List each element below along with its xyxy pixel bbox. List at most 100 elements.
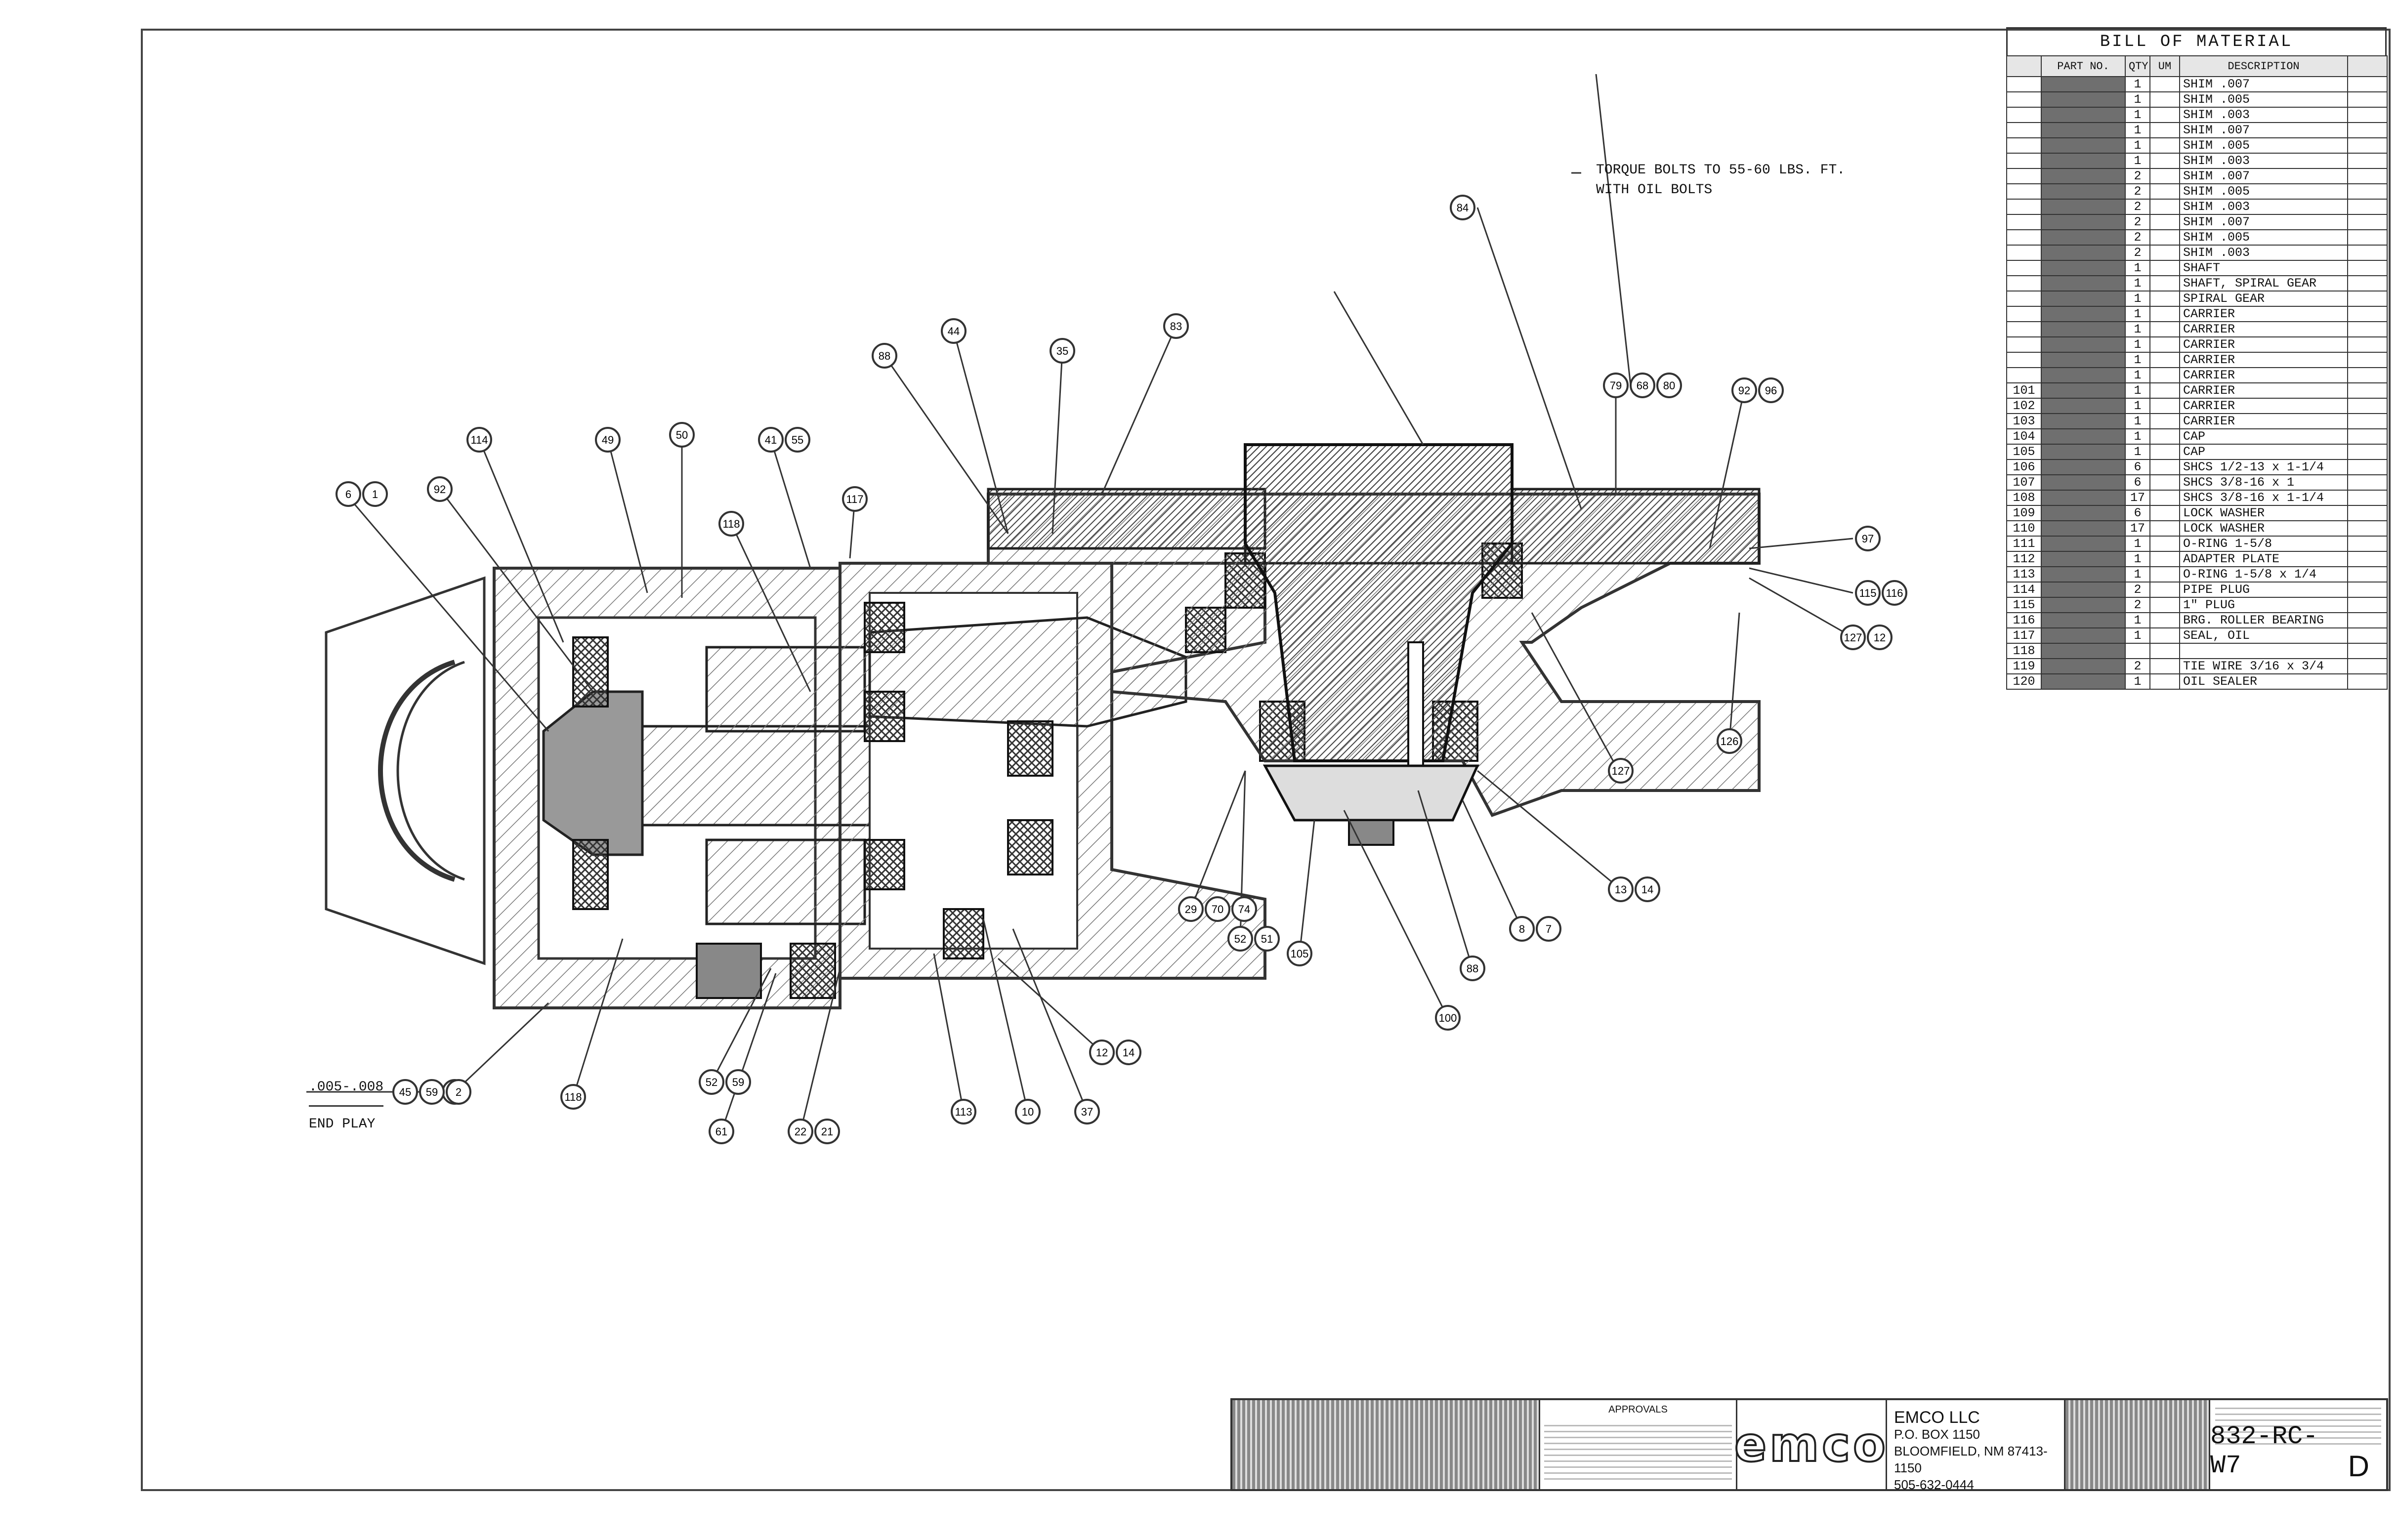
bom-um [2149, 520, 2180, 537]
callout-balloon [392, 1079, 418, 1105]
bom-item [2006, 245, 2042, 261]
bom-um [2149, 474, 2180, 491]
callout-balloon [1603, 373, 1629, 398]
bom-qty: 1 [2125, 122, 2150, 138]
bom-um [2149, 643, 2180, 659]
bom-item [2006, 107, 2042, 123]
bom-extra [2347, 199, 2388, 215]
callout-balloon [872, 343, 897, 369]
callout-balloon [1882, 580, 1907, 606]
callout-number: 35 [1056, 345, 1068, 357]
bom-description: LOCK WASHER [2179, 520, 2348, 537]
bom-um [2149, 306, 2180, 322]
bom-um [2149, 91, 2180, 108]
bom-item: 104 [2006, 428, 2042, 445]
callout-balloon [362, 481, 388, 507]
bom-um [2149, 183, 2180, 200]
bom-item [2006, 229, 2042, 246]
bom-extra [2347, 643, 2388, 659]
bom-extra [2347, 597, 2388, 613]
company-city: BLOOMFIELD, NM 87413-1150 [1894, 1444, 2048, 1475]
bom-um [2149, 428, 2180, 445]
bom-header-extra [2347, 55, 2388, 77]
bom-description: OIL SEALER [2179, 673, 2348, 690]
company-logo: emco [1733, 1400, 1887, 1489]
bom-um [2149, 398, 2180, 414]
bom-part-number [2041, 673, 2126, 690]
bom-item [2006, 168, 2042, 184]
bom-part-number [2041, 658, 2126, 674]
callout-number: 7 [1546, 923, 1552, 935]
bom-description: SHIM .007 [2179, 214, 2348, 230]
bom-description: PIPE PLUG [2179, 582, 2348, 598]
bom-item: 116 [2006, 612, 2042, 628]
callout-number: 29 [1185, 903, 1197, 916]
bom-row: 118 [2006, 643, 2388, 659]
bom-description: SHIM .007 [2179, 168, 2348, 184]
bom-qty: 1 [2125, 321, 2150, 337]
approvals-block: APPROVALS [1540, 1400, 1737, 1489]
callout-number: 96 [1765, 384, 1777, 397]
bom-description: SHIM .003 [2179, 199, 2348, 215]
callout-number: 118 [564, 1091, 582, 1103]
bom-description: CARRIER [2179, 352, 2348, 368]
callout-number: 51 [1261, 933, 1273, 945]
bom-item [2006, 76, 2042, 92]
callout-number: 61 [715, 1125, 727, 1138]
endplay-value: .005-.008 [309, 1070, 384, 1107]
callout-number: 12 [1096, 1046, 1108, 1059]
callout-balloon [1509, 916, 1535, 942]
bom-qty [2125, 643, 2150, 659]
callout-number: 22 [795, 1125, 806, 1138]
bom-qty: 1 [2125, 91, 2150, 108]
bom-um [2149, 275, 2180, 291]
callout-number: 115 [1859, 587, 1876, 599]
title-block: APPROVALS emco EMCO LLC P.O. BOX 1150 BL… [1230, 1398, 2388, 1492]
company-name: EMCO LLC [1894, 1408, 1980, 1427]
bom-item: 107 [2006, 474, 2042, 491]
callout-number: 59 [426, 1086, 438, 1098]
callout-number: 127 [1844, 631, 1862, 644]
torque-note: TORQUE BOLTS TO 55-60 LBS. FT. WITH OIL … [1596, 161, 1845, 200]
bom-description: SHIM .005 [2179, 91, 2348, 108]
bom-um [2149, 597, 2180, 613]
bom-header-um: UM [2149, 55, 2180, 77]
callout-balloon [1015, 1099, 1041, 1124]
bom-extra [2347, 260, 2388, 276]
bom-part-number [2041, 229, 2126, 246]
bom-qty: 6 [2125, 459, 2150, 475]
bom-description: SHIM .005 [2179, 229, 2348, 246]
bom-qty: 1 [2125, 444, 2150, 460]
callout-balloon [1074, 1099, 1100, 1124]
callout-balloon [1460, 956, 1485, 981]
bom-item [2006, 321, 2042, 337]
bom-um [2149, 658, 2180, 674]
bom-um [2149, 582, 2180, 598]
callout-balloon [725, 1069, 751, 1095]
bom-extra [2347, 536, 2388, 552]
callout-number: 59 [732, 1076, 744, 1088]
bom-item [2006, 275, 2042, 291]
callout-number: 41 [765, 434, 777, 446]
callout-number: 83 [1170, 320, 1182, 333]
callout-balloon [1635, 876, 1660, 902]
bom-qty: 2 [2125, 245, 2150, 261]
bom-header-item [2006, 55, 2042, 77]
revision-grid [1232, 1400, 1540, 1489]
callout-number: 127 [1612, 765, 1630, 777]
bom-qty: 6 [2125, 505, 2150, 521]
bom-header-qty: QTY [2125, 55, 2150, 77]
